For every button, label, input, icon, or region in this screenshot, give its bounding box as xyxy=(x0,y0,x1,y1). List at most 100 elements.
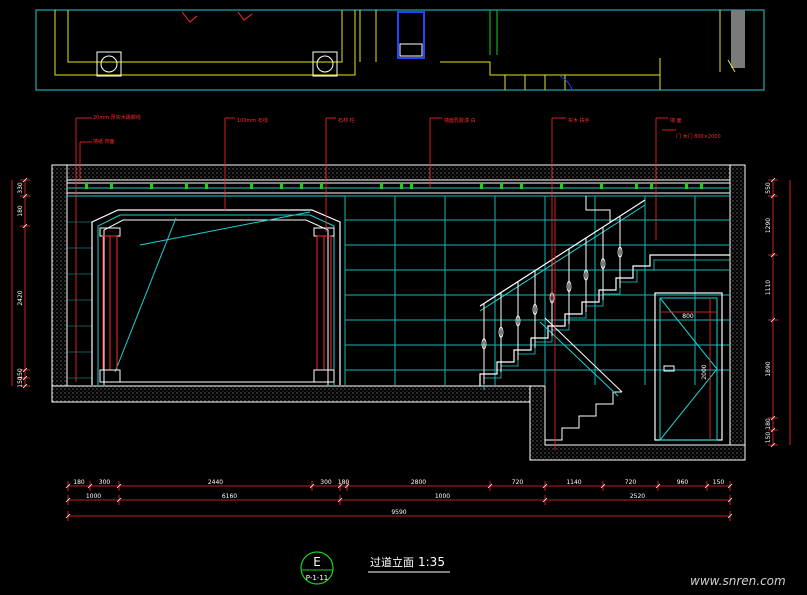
section-marker-circle xyxy=(300,551,334,585)
baluster-knob xyxy=(566,281,572,292)
dimension-tick xyxy=(65,483,71,489)
arch-opening xyxy=(91,209,341,385)
annotation-leaders xyxy=(75,117,676,382)
cornice-ornament xyxy=(205,183,208,189)
watermark: www.snren.com xyxy=(690,574,786,588)
note-stone-column: 石材 柱 xyxy=(338,117,355,124)
section-walls xyxy=(51,164,746,461)
dimension-label: 2800 xyxy=(411,479,426,486)
cornice-ornament xyxy=(685,183,688,189)
dimension-label: 720 xyxy=(625,479,637,486)
drawing-scale: 1:35 xyxy=(418,555,445,569)
dimension-label: 150 xyxy=(713,479,725,486)
cornice-ornament xyxy=(150,183,153,189)
dimension-tick xyxy=(337,483,343,489)
cornice-ornament xyxy=(400,183,403,189)
dimension-tick xyxy=(770,193,776,199)
note-door: 门 木门 800×2000 xyxy=(676,133,721,140)
dimension-tick xyxy=(65,497,71,503)
dimension-tick xyxy=(770,415,776,421)
cornice-ornament xyxy=(110,183,113,189)
section-marker-letter: E xyxy=(313,555,321,569)
dimension-tick xyxy=(116,483,122,489)
cornice-ornament xyxy=(250,183,253,189)
dimension-tick xyxy=(770,317,776,323)
cornice-ornament xyxy=(650,183,653,189)
door-width: 800 xyxy=(682,313,694,320)
cornice-ornament xyxy=(500,183,503,189)
note-wall: 墙 面 xyxy=(670,117,682,124)
dimension-label: 2440 xyxy=(208,479,223,486)
dimension-label: 300 xyxy=(320,479,332,486)
baluster-knob xyxy=(583,269,589,281)
column-right xyxy=(313,227,335,383)
dimension-tick xyxy=(22,193,28,199)
dimension-label: 9590 xyxy=(391,509,406,516)
section-marker-ref: P-1-11 xyxy=(306,574,328,582)
baluster-knob xyxy=(600,258,606,270)
dimension-tick xyxy=(309,483,315,489)
note-wall-paint: 墙面乳胶漆 白 xyxy=(444,117,476,124)
plan-fragment xyxy=(35,9,765,91)
dimension-tick xyxy=(22,177,28,183)
baluster-knob xyxy=(498,326,504,338)
cornice-ornament xyxy=(600,183,603,189)
note-wallpaper: 墙纸 饰面 xyxy=(93,138,115,145)
dimension-label: 1140 xyxy=(566,479,581,486)
baluster-knob xyxy=(617,246,623,258)
dimension-tick xyxy=(22,223,28,229)
cornice-ornament xyxy=(560,183,563,189)
note-handrail: 实木 扶手 xyxy=(568,117,590,124)
dimension-tick xyxy=(770,427,776,433)
dimension-tick xyxy=(116,497,122,503)
dimension-label-left: 180 xyxy=(17,205,24,217)
drawing-name: 过道立面 xyxy=(370,555,414,569)
cornice-ornament xyxy=(185,183,188,189)
dimension-tick xyxy=(487,483,493,489)
dimension-tick xyxy=(770,252,776,258)
note-skirting: 20mm 厚实木踢脚线 xyxy=(93,114,141,121)
drawing-title: E P-1-11 过道立面 1:35 xyxy=(300,551,450,585)
dimension-tick xyxy=(542,497,548,503)
door: 800 2000 xyxy=(654,292,723,441)
cornice-ornament xyxy=(700,183,703,189)
dimension-label: 1000 xyxy=(86,493,101,500)
dimension-tick xyxy=(704,483,710,489)
dimension-tick xyxy=(600,483,606,489)
cornice-ornament xyxy=(635,183,638,189)
dimension-tick xyxy=(727,483,733,489)
note-stone-line: 100mm 石线 xyxy=(237,117,268,124)
dimension-tick xyxy=(65,513,71,519)
dimension-tick xyxy=(87,483,93,489)
dimension-label-right: 550 xyxy=(765,182,772,194)
dimension-label-left: 150 xyxy=(17,368,24,380)
ceiling-cornice xyxy=(67,182,730,197)
dimension-tick xyxy=(22,375,28,381)
dimension-label-right: 1110 xyxy=(765,280,772,295)
dimension-tick xyxy=(655,483,661,489)
dimension-label-left: 2420 xyxy=(17,290,24,305)
dimension-label: 6160 xyxy=(222,493,237,500)
cornice-ornament xyxy=(85,183,88,189)
baluster-knob xyxy=(481,338,487,350)
annotation-texts: 20mm 厚实木踢脚线 墙纸 饰面 100mm 石线 石材 柱 墙面乳胶漆 白 … xyxy=(93,114,721,145)
column-left xyxy=(99,227,121,383)
dimension-label-right: 180 xyxy=(765,418,772,430)
cornice-ornament xyxy=(380,183,383,189)
dimension-tick xyxy=(337,497,343,503)
dimension-tick xyxy=(770,442,776,448)
dimension-tick xyxy=(542,483,548,489)
wall-tile-grid xyxy=(67,195,730,385)
baluster-knob xyxy=(532,303,538,315)
dimension-label: 300 xyxy=(99,479,111,486)
cornice-ornament xyxy=(320,183,323,189)
dimension-label: 180 xyxy=(338,479,350,486)
cornice-ornament xyxy=(300,183,303,189)
dimension-tick xyxy=(770,177,776,183)
dimension-label: 2520 xyxy=(630,493,645,500)
dimension-label: 960 xyxy=(677,479,689,486)
cornice-ornament xyxy=(410,183,413,189)
dimension-label-right: 150 xyxy=(765,432,772,444)
